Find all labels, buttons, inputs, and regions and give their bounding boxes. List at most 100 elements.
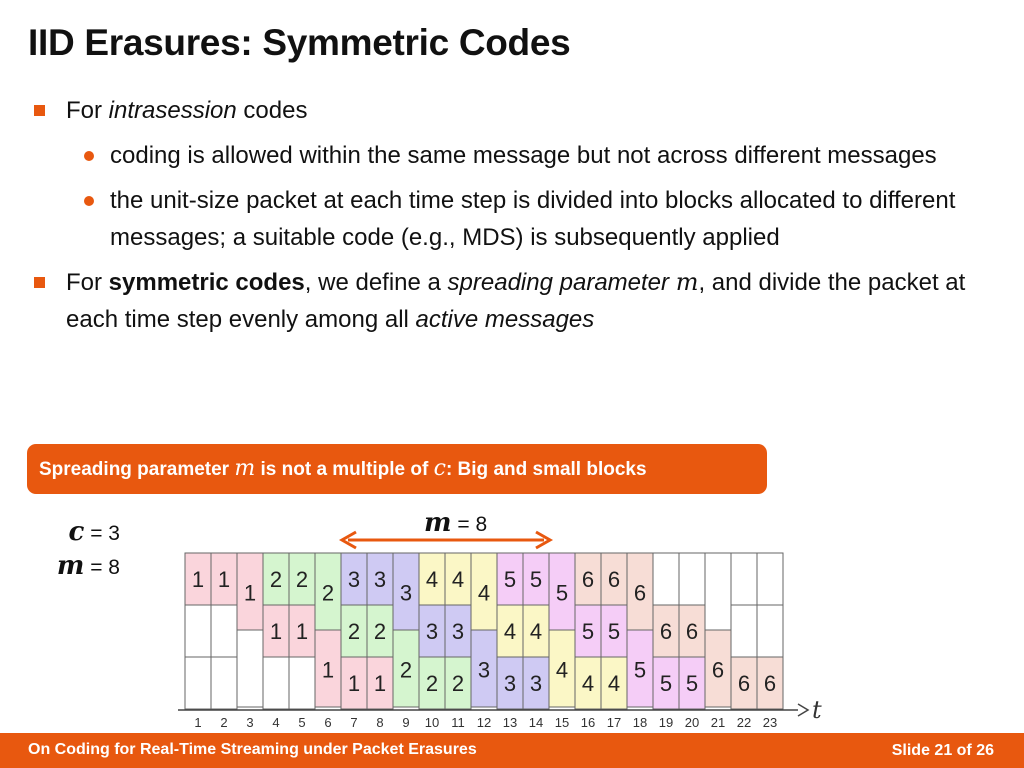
sub-bullet-coding: coding is allowed within the same messag… — [30, 137, 990, 174]
tick-label: 4 — [272, 715, 279, 730]
big-block — [496, 656, 524, 710]
big-block — [522, 604, 550, 658]
axis-label: t — [812, 696, 822, 724]
callout-text-post: : Big and small blocks — [445, 459, 647, 480]
tick-label: 7 — [350, 715, 357, 730]
block-label: 2 — [270, 567, 282, 592]
axis-arrow-icon — [797, 703, 810, 717]
big-block — [340, 656, 368, 710]
block-label: 5 — [634, 658, 646, 683]
big-block — [184, 604, 212, 658]
square-bullet-icon — [34, 277, 45, 288]
block-label: 3 — [478, 658, 490, 683]
block-label: 1 — [270, 619, 282, 644]
tick-label: 9 — [402, 715, 409, 730]
block-label: 5 — [660, 671, 672, 696]
big-block — [600, 656, 628, 710]
bullet-text-em: intrasession — [108, 97, 237, 124]
block-label: 6 — [738, 671, 750, 696]
block-label: 5 — [556, 581, 568, 606]
big-block — [730, 552, 758, 606]
bullet-text-mid2: , and divide the packet at each time ste… — [66, 269, 966, 333]
big-block — [678, 604, 706, 658]
bullet-text-em2: active messages — [415, 306, 595, 333]
big-block — [756, 552, 784, 606]
big-block — [730, 604, 758, 658]
square-bullet-icon — [34, 105, 45, 116]
tick-label: 10 — [425, 715, 439, 730]
big-block — [652, 552, 680, 606]
block-label: 5 — [504, 567, 516, 592]
big-block — [652, 604, 680, 658]
big-block — [444, 604, 472, 658]
block-label: 1 — [192, 567, 204, 592]
block-label: 3 — [452, 619, 464, 644]
big-block — [496, 552, 524, 606]
tick-label: 16 — [581, 715, 595, 730]
small-block-top — [236, 552, 264, 631]
tick-label: 1 — [194, 715, 201, 730]
big-block — [444, 656, 472, 710]
small-block-bottom — [236, 629, 264, 708]
footer-title: On Coding for Real-Time Streaming under … — [28, 741, 477, 758]
small-block-top — [548, 552, 576, 631]
block-label: 4 — [426, 567, 438, 592]
block-label: 2 — [322, 581, 334, 606]
slide-number: Slide 21 of 26 — [891, 742, 994, 759]
small-block-bottom — [704, 629, 732, 708]
bullet-text-strong: symmetric codes — [108, 269, 305, 296]
param-m: m = 8 — [44, 550, 120, 584]
math-m: m — [675, 268, 699, 296]
block-label: 1 — [374, 671, 386, 696]
round-bullet-icon — [84, 196, 94, 206]
tick-label: 23 — [763, 715, 777, 730]
big-block — [366, 552, 394, 606]
big-block — [600, 604, 628, 658]
block-label: 1 — [244, 581, 256, 606]
tick-label: 13 — [503, 715, 517, 730]
block-label: 3 — [426, 619, 438, 644]
tick-label: 2 — [220, 715, 227, 730]
big-block — [574, 656, 602, 710]
big-block — [418, 656, 446, 710]
block-label: 1 — [348, 671, 360, 696]
big-block — [262, 656, 290, 710]
block-label: 6 — [712, 658, 724, 683]
block-label: 3 — [504, 671, 516, 696]
block-label: 5 — [686, 671, 698, 696]
block-label: 4 — [582, 671, 594, 696]
arrow-right-icon — [535, 530, 554, 550]
callout-text-pre: Spreading parameter — [39, 459, 235, 480]
small-block-bottom — [314, 629, 342, 708]
block-label: 5 — [530, 567, 542, 592]
round-bullet-icon — [84, 151, 94, 161]
big-block — [262, 552, 290, 606]
block-label: 6 — [582, 567, 594, 592]
small-block-bottom — [548, 629, 576, 708]
block-label: 4 — [452, 567, 464, 592]
tick-label: 12 — [477, 715, 491, 730]
bullet-text-em: spreading parameter — [447, 269, 670, 296]
sub-bullet-text: coding is allowed within the same messag… — [110, 142, 937, 169]
big-block — [522, 552, 550, 606]
tick-label: 17 — [607, 715, 621, 730]
block-label: 6 — [764, 671, 776, 696]
slide-title: IID Erasures: Symmetric Codes — [28, 22, 571, 63]
block-label: 1 — [322, 658, 334, 683]
block-label: 3 — [400, 581, 412, 606]
block-label: 6 — [686, 619, 698, 644]
big-block — [730, 656, 758, 710]
footer-bar: On Coding for Real-Time Streaming under … — [0, 733, 1024, 768]
block-label: 6 — [660, 619, 672, 644]
block-label: 2 — [400, 658, 412, 683]
big-block — [756, 604, 784, 658]
tick-label: 20 — [685, 715, 699, 730]
block-label: 2 — [348, 619, 360, 644]
big-block — [184, 656, 212, 710]
bullet-text-post: codes — [236, 97, 308, 124]
param-c: c = 3 — [44, 516, 120, 550]
bullet-text-pre: For — [66, 97, 109, 124]
block-label: 2 — [426, 671, 438, 696]
big-block — [288, 656, 316, 710]
bullet-text-pre: For — [66, 269, 109, 296]
